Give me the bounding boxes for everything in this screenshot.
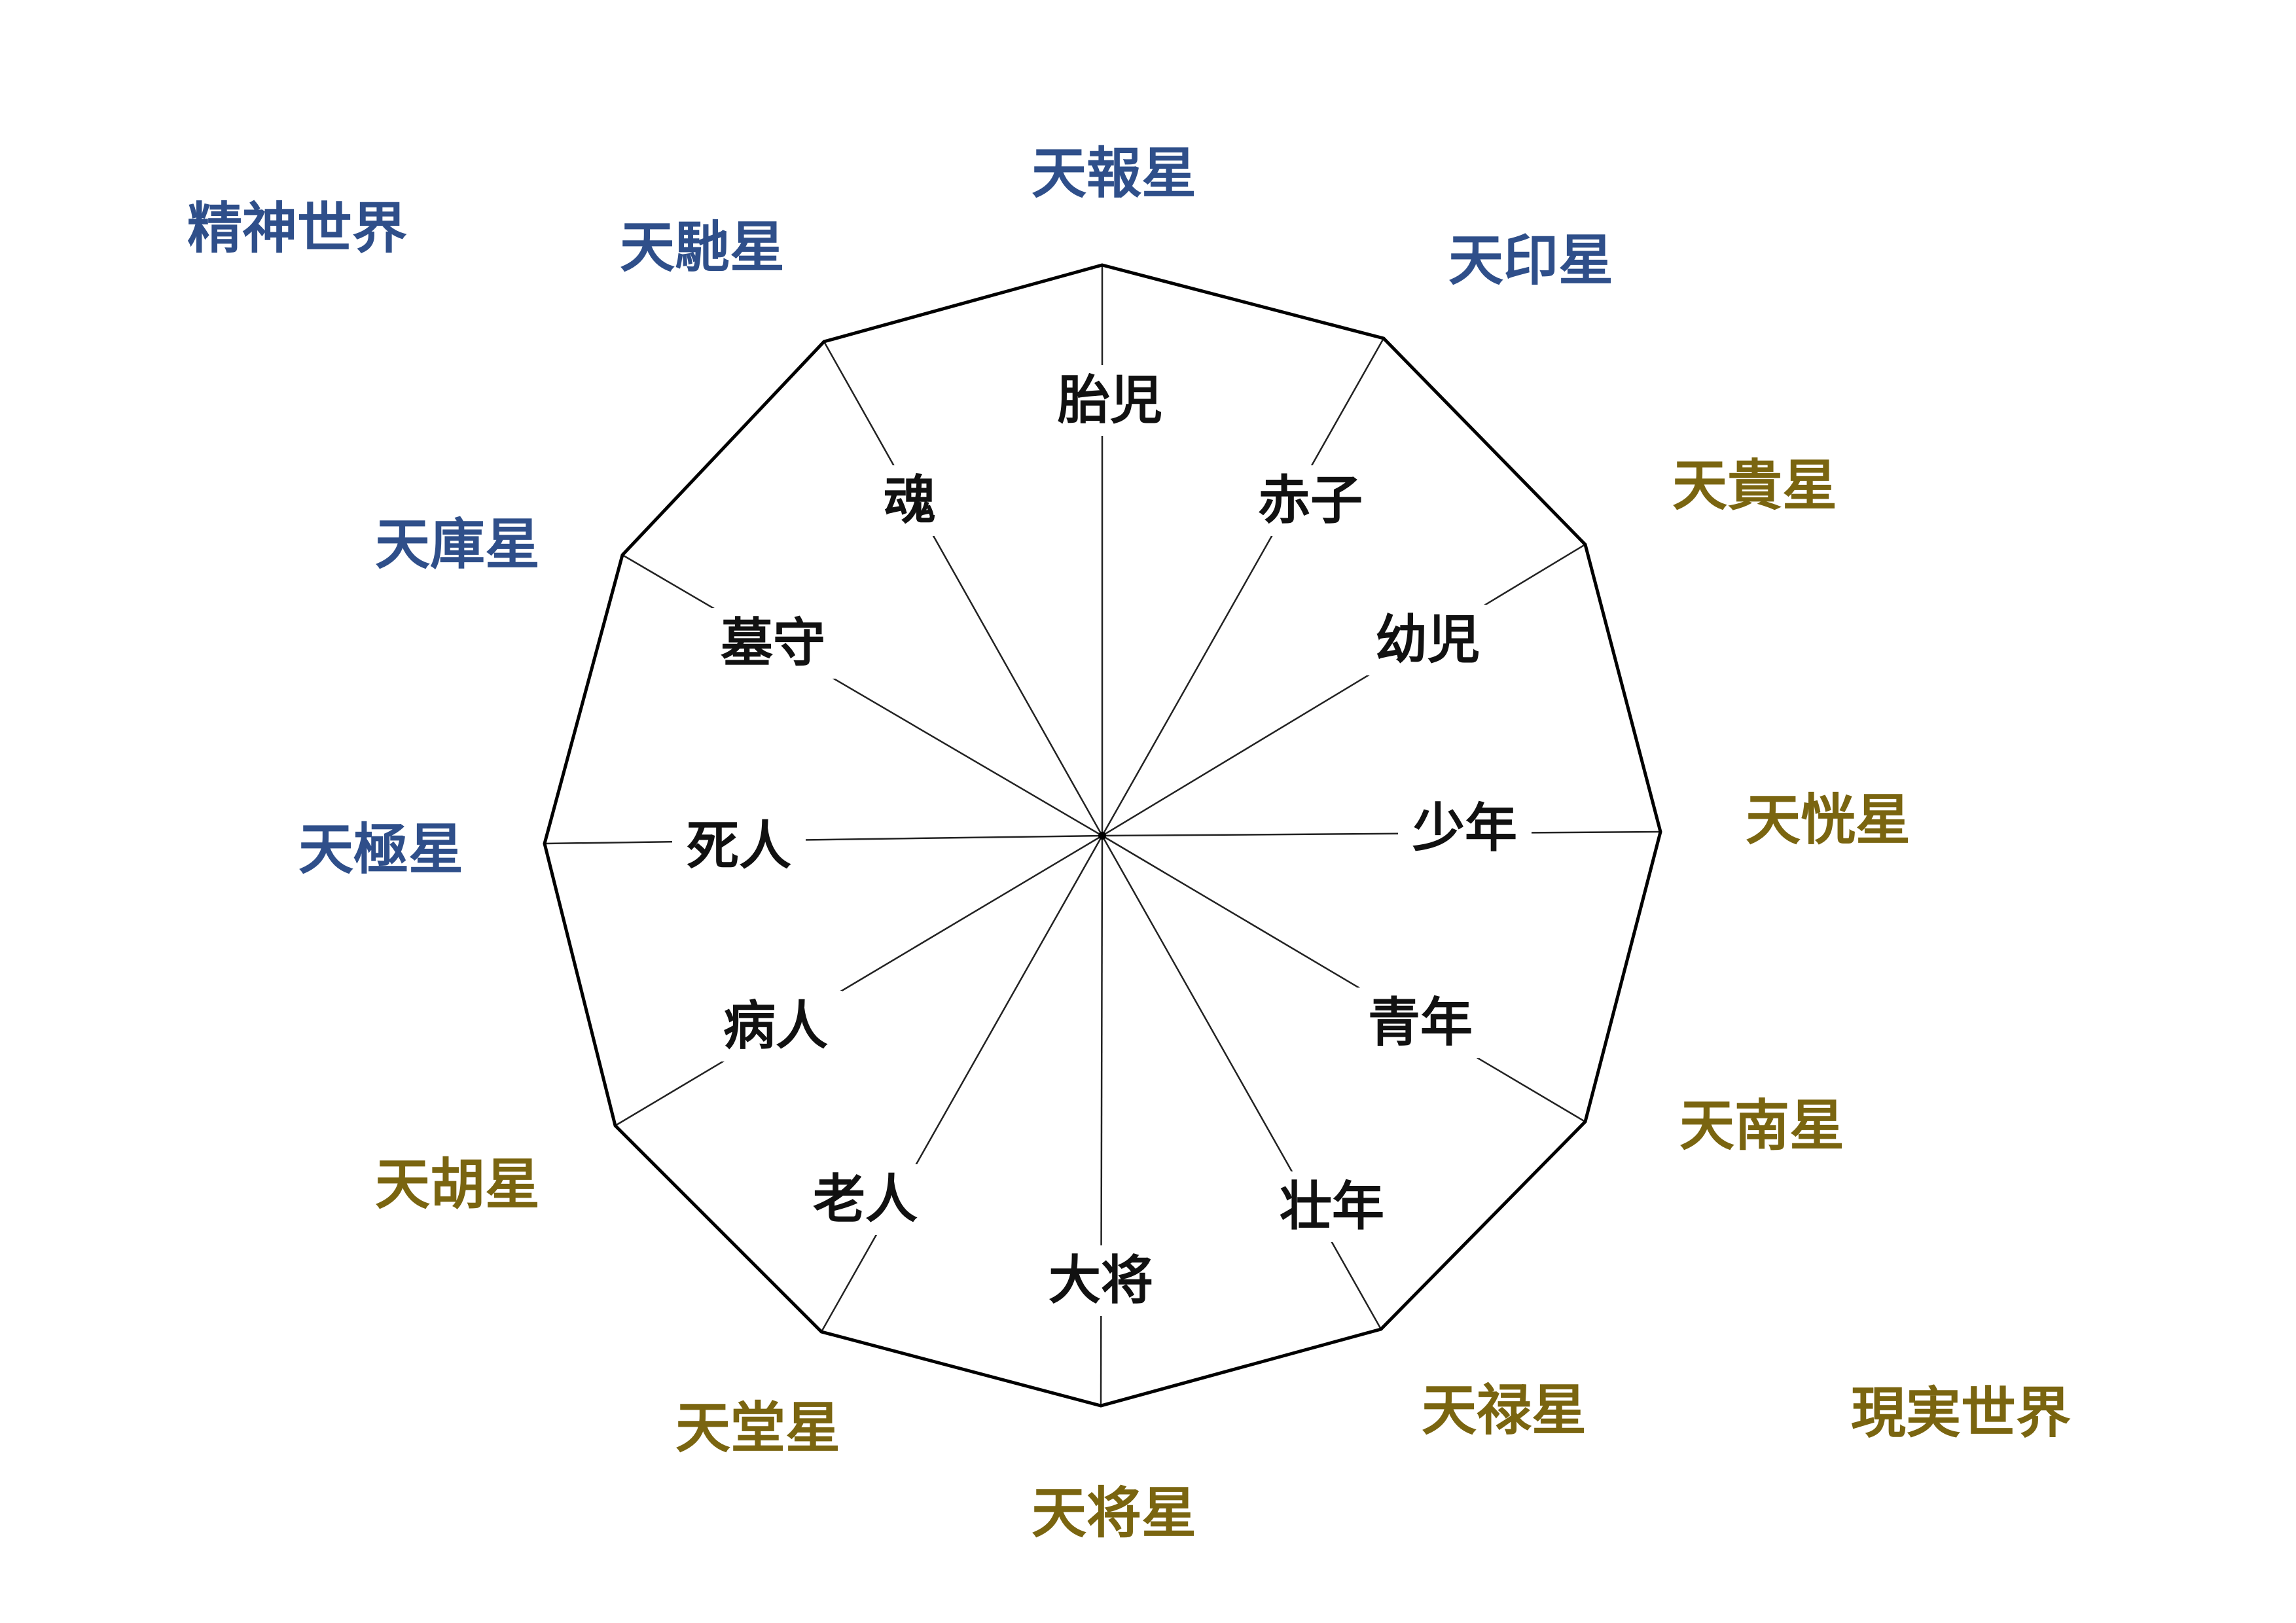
stage-label-sounen: 壮年 bbox=[1265, 1171, 1399, 1242]
dodecagon-outline bbox=[543, 263, 1662, 1408]
stage-label-shinin: 死人 bbox=[672, 811, 806, 882]
stage-label-shounen: 少年 bbox=[1398, 793, 1532, 864]
star-label-tenpousei: 天報星 bbox=[1016, 137, 1211, 210]
spoke-line bbox=[1101, 835, 1382, 1330]
spoke-line bbox=[820, 835, 1103, 1332]
star-label-tenkisei: 天貴星 bbox=[1657, 449, 1852, 522]
stage-label-taishou: 大将 bbox=[1034, 1245, 1168, 1316]
star-label-tendousei: 天堂星 bbox=[660, 1391, 855, 1465]
star-label-tenkyokusei: 天極星 bbox=[283, 813, 478, 886]
stage-label-akago: 赤子 bbox=[1244, 465, 1377, 536]
star-label-tenkousei: 天恍星 bbox=[1731, 783, 1926, 857]
stage-label-roujin: 老人 bbox=[798, 1164, 932, 1235]
spoke-line bbox=[1102, 834, 1586, 1123]
star-label-tenkosei-ko: 天庫星 bbox=[360, 508, 555, 581]
star-label-tenshousei: 天将星 bbox=[1016, 1476, 1211, 1550]
region-label-material: 現実世界 bbox=[1836, 1376, 2086, 1450]
center-point bbox=[1098, 832, 1106, 840]
stage-label-youji: 幼児 bbox=[1361, 605, 1494, 675]
spoke-line bbox=[1102, 830, 1661, 837]
star-label-tenkosei: 天胡星 bbox=[360, 1148, 555, 1221]
star-label-tininsei: 天印星 bbox=[1433, 224, 1628, 297]
stage-label-tamashii: 魂 bbox=[869, 465, 950, 536]
spoke-line bbox=[1100, 835, 1103, 1406]
spoke-line bbox=[1102, 543, 1586, 837]
spoke-line bbox=[823, 341, 1103, 836]
star-label-tenchisei: 天馳星 bbox=[605, 211, 800, 284]
spokes bbox=[544, 265, 1661, 1406]
region-label-spiritual: 精神世界 bbox=[172, 192, 422, 265]
stage-label-seinen: 青年 bbox=[1354, 988, 1487, 1058]
stage-label-hakamori: 墓守 bbox=[706, 608, 840, 679]
stage-label-taiji: 胎児 bbox=[1043, 365, 1177, 436]
spoke-line bbox=[615, 834, 1103, 1127]
spoke-line bbox=[1101, 338, 1385, 836]
spoke-line bbox=[622, 554, 1103, 837]
spoke-line bbox=[544, 834, 1103, 845]
stage-label-byounin: 病人 bbox=[709, 991, 842, 1061]
star-label-tenrokusei: 天禄星 bbox=[1407, 1374, 1602, 1447]
star-label-tennansei: 天南星 bbox=[1664, 1089, 1859, 1162]
